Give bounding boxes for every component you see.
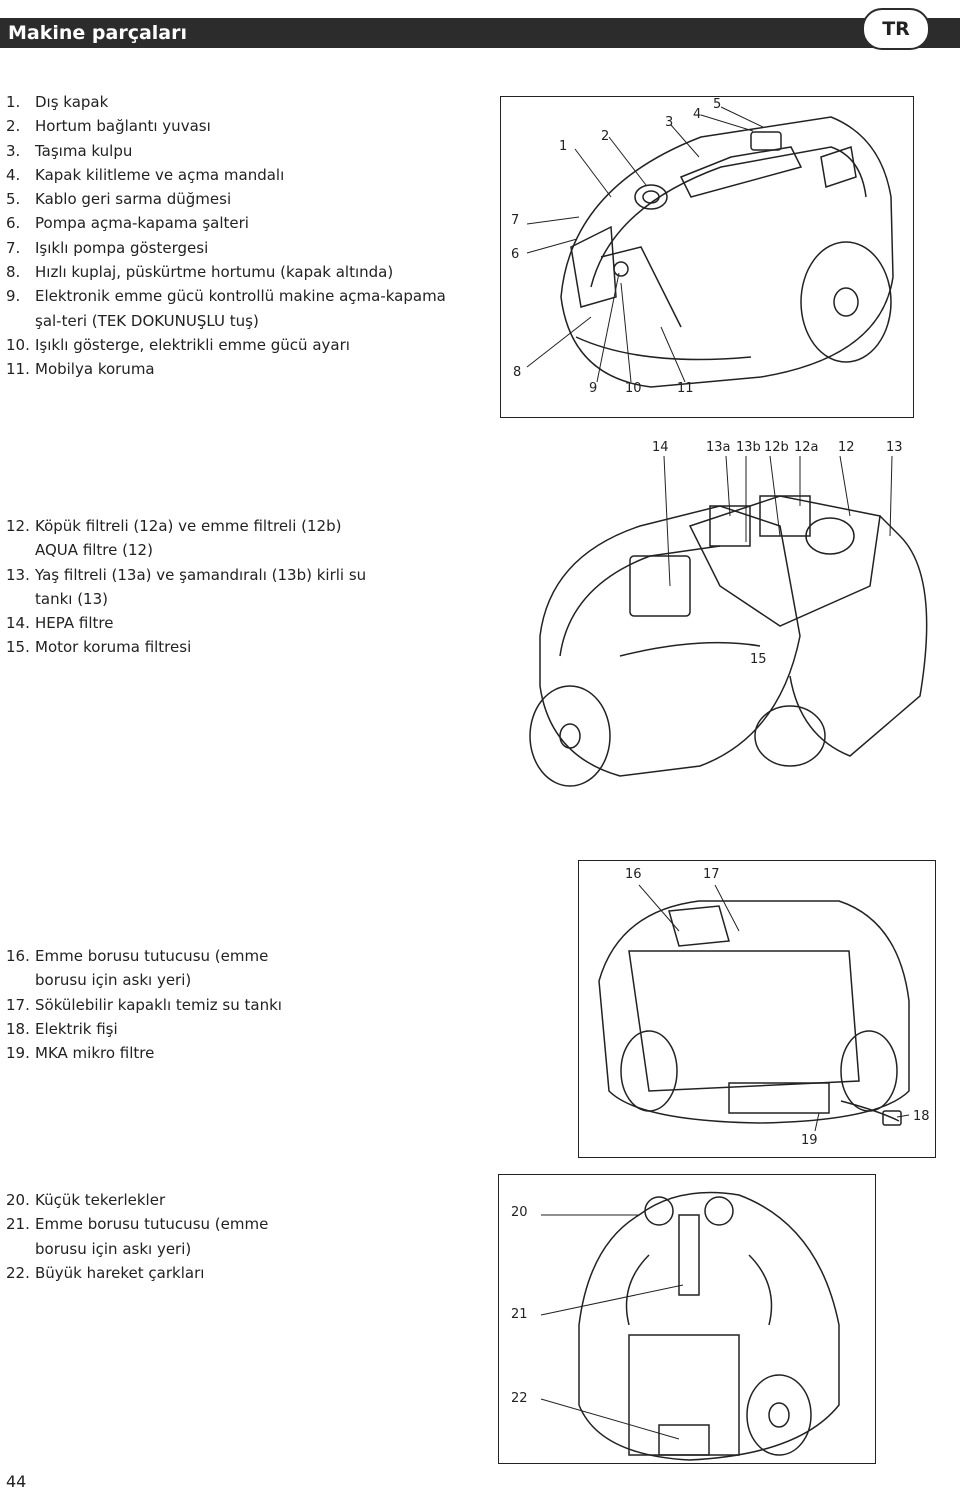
vacuum-top-illustration	[526, 106, 894, 388]
list-item: 21.Emme borusu tutucusu (emme borusu içi…	[6, 1215, 269, 1258]
list-item: 1.Dış kapak	[6, 93, 109, 111]
vacuum-bottom-illustration	[540, 1191, 840, 1461]
callout-12a: 12a	[794, 440, 819, 455]
list-item: 22.Büyük hareket çarkları	[6, 1263, 205, 1282]
callout-15: 15	[750, 652, 767, 667]
list-item: 12.Köpük filtreli (12a) ve emme filtreli…	[6, 517, 342, 560]
callout-13a: 13a	[706, 440, 731, 455]
callout-17: 17	[703, 867, 720, 882]
list-item: 11.Mobilya koruma	[6, 360, 155, 379]
list-item: 7.Işıklı pompa göstergesi	[6, 238, 209, 257]
callout-22: 22	[511, 1391, 528, 1406]
parts-list-4: 20.Küçük tekerlekler 21.Emme borusu tutu…	[6, 1188, 275, 1285]
list-item: 2.Hortum bağlantı yuvası	[6, 117, 211, 136]
callout-12: 12	[838, 440, 855, 455]
list-item: 16.Emme borusu tutucusu (emme borusu içi…	[6, 947, 269, 990]
callout-11: 11	[677, 381, 694, 396]
list-item: 5.Kablo geri sarma düğmesi	[6, 190, 232, 209]
callout-1: 1	[559, 139, 568, 154]
language-badge: TR	[862, 8, 930, 50]
callout-16: 16	[625, 867, 642, 882]
callout-5: 5	[713, 97, 722, 112]
header-bar: Makine parçaları	[0, 18, 960, 48]
vacuum-back-illustration	[598, 884, 910, 1132]
list-item: 14.HEPA filtre	[6, 614, 114, 633]
callout-8: 8	[513, 365, 522, 380]
list-item: 18.Elektrik fişi	[6, 1019, 118, 1038]
callout-19: 19	[801, 1133, 818, 1148]
list-item: 13.Yaş filtreli (13a) ve şamandıralı (13…	[6, 565, 367, 608]
page-number: 44	[6, 1472, 27, 1491]
figure-vacuum-back: 16 17 18 19	[578, 860, 936, 1158]
list-item: 4.Kapak kilitleme ve açma mandalı	[6, 165, 285, 184]
list-item: 19.MKA mikro filtre	[6, 1044, 155, 1063]
figure-vacuum-bottom: 20 21 22	[498, 1174, 876, 1464]
callout-9: 9	[589, 381, 598, 396]
callout-13: 13	[886, 440, 903, 455]
callout-4: 4	[693, 107, 702, 122]
callout-14: 14	[652, 440, 669, 455]
list-item: 6.Pompa açma-kapama şalteri	[6, 214, 249, 233]
callout-12b: 12b	[764, 440, 789, 455]
list-item: 10.Işıklı gösterge, elektrikli emme gücü…	[6, 335, 350, 354]
callout-3: 3	[665, 115, 674, 130]
callout-18: 18	[913, 1109, 930, 1124]
callout-6: 6	[511, 247, 520, 262]
callout-10: 10	[625, 381, 642, 396]
callout-13b: 13b	[736, 440, 761, 455]
list-item: 8.Hızlı kuplaj, püskürtme hortumu (kapak…	[6, 263, 394, 282]
list-item: 15.Motor koruma filtresi	[6, 638, 192, 657]
parts-list-2: 12.Köpük filtreli (12a) ve emme filtreli…	[6, 514, 375, 660]
callout-21: 21	[511, 1307, 528, 1322]
list-item: 3.Taşıma kulpu	[6, 141, 133, 160]
vacuum-open-illustration	[529, 455, 928, 787]
figure-vacuum-top: 1 2 3 4 5 7 6 8 9 10 11	[500, 96, 914, 418]
list-item: 9.Elektronik emme gücü kontrollü makine …	[6, 287, 446, 330]
figure-vacuum-open: 14 13a 13b 12b 12a 12 13 15	[520, 436, 940, 796]
callout-2: 2	[601, 129, 610, 144]
parts-list-1: 1.Dış kapak 2.Hortum bağlantı yuvası 3.T…	[6, 90, 455, 382]
callout-20: 20	[511, 1205, 528, 1220]
parts-list-3: 16.Emme borusu tutucusu (emme borusu içi…	[6, 944, 282, 1065]
callout-7: 7	[511, 213, 520, 228]
list-item: 20.Küçük tekerlekler	[6, 1191, 166, 1209]
list-item: 17.Sökülebilir kapaklı temiz su tankı	[6, 995, 282, 1014]
page-title: Makine parçaları	[8, 22, 187, 44]
